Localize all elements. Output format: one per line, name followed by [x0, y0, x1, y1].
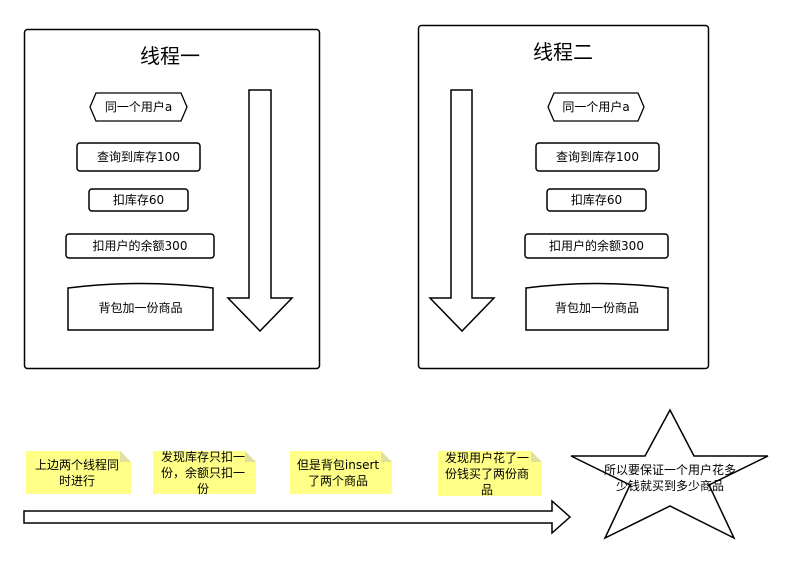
thread-2-user-shape: [547, 92, 645, 122]
note-2-shape: [153, 451, 256, 494]
thread-2-step-add-item: 背包加一份商品: [554, 301, 639, 315]
thread-1-step-user: 同一个用户a: [104, 100, 173, 114]
thread-2-deduct-stock-shape: [546, 188, 647, 212]
thread-1-step-add-item: 背包加一份商品: [98, 301, 183, 315]
thread-1-step-deduct-balance: 扣用户的余额300: [92, 239, 188, 253]
thread-1-add-item-shape: [67, 282, 214, 331]
thread-2-step-deduct-stock: 扣库存60: [570, 193, 623, 207]
thread-1-deduct-balance-shape: [65, 233, 215, 259]
thread-1-user-shape: [89, 92, 188, 122]
thread-2-step-deduct-balance: 扣用户的余额300: [549, 239, 644, 253]
note-4-shape: [438, 451, 542, 496]
note-3-shape: [290, 451, 392, 494]
thread-1-query-shape: [76, 142, 201, 172]
thread-2-deduct-balance-shape: [524, 233, 669, 259]
thread-1-step-query: 查询到库存100: [97, 150, 180, 164]
thread-1-title: 线程一: [140, 44, 200, 68]
thread-2-query-shape: [535, 142, 660, 172]
thread-2-title: 线程二: [533, 40, 593, 64]
note-4-text: 发现用户花了一份钱买了两份商品: [444, 451, 529, 497]
thread-2-step-user: 同一个用户a: [562, 100, 630, 114]
timeline-arrow: [23, 499, 572, 535]
thread-1-step-deduct-stock: 扣库存60: [112, 193, 165, 207]
thread-1-flow-arrow: [226, 89, 294, 333]
thread-1-deduct-stock-shape: [88, 188, 189, 212]
note-3-text: 但是背包insert了两个商品: [296, 457, 380, 488]
note-2-text: 发现库存只扣一份，余额只扣一份: [160, 450, 245, 496]
thread-2-flow-arrow: [428, 89, 496, 333]
conclusion-star: [570, 408, 769, 540]
note-1-shape: [26, 451, 131, 494]
thread-2-add-item-shape: [525, 282, 669, 331]
thread-2-step-query: 查询到库存100: [556, 150, 639, 164]
conclusion-text: 所以要保证一个用户花多少钱就买到多少商品: [603, 463, 736, 493]
note-1-text: 上边两个线程同时进行: [34, 457, 119, 488]
